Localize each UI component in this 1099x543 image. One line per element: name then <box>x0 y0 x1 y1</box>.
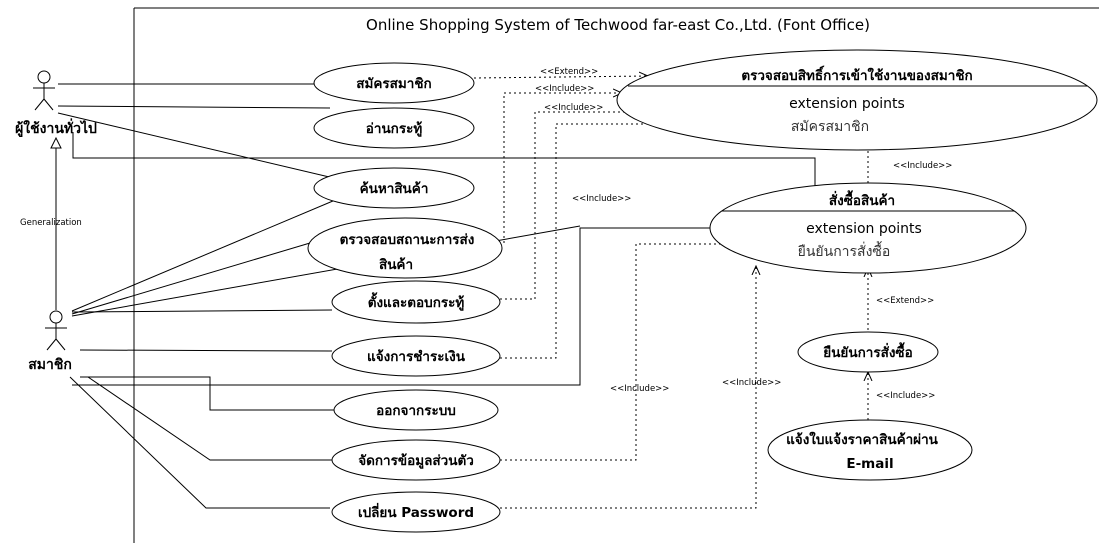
use-case-read-board: อ่านกระทู้ <box>313 107 475 149</box>
use-case-post-reply: ตั้งและตอบกระทู้ <box>331 280 501 324</box>
use-case-payment-notice-label: แจ้งการชำระเงิน <box>367 349 466 365</box>
use-case-order: สั่งซื้อสินค้า extension points ยืนยันกา… <box>709 182 1027 274</box>
use-case-change-password: เปลี่ยน Password <box>331 491 501 533</box>
stereotype-include-order-verify: <<Include>> <box>893 161 952 171</box>
stereotype-include-shipping: <<Include>> <box>535 84 594 94</box>
use-case-email-quote-label-1: แจ้งใบแจ้งราคาสินค้าผ่าน <box>786 431 939 448</box>
use-case-register-label: สมัครสมาชิก <box>356 76 431 92</box>
stereotype-include-password: <<Include>> <box>722 378 781 388</box>
use-case-manage-profile-label: จัดการข้อมูลส่วนตัว <box>358 453 474 469</box>
order-extension-points-label: extension points <box>806 221 922 237</box>
stereotype-include-email: <<Include>> <box>876 391 935 401</box>
actor-general-user <box>33 70 55 111</box>
system-boundary <box>133 7 1099 543</box>
use-case-confirm-order: ยืนยันการสั่งซื้อ <box>797 331 939 373</box>
use-case-verify-access-label: ตรวจสอบสิทธิ์การเข้าใช้งานของสมาชิก <box>741 65 972 84</box>
actor-member <box>45 310 67 351</box>
use-case-register: สมัครสมาชิก <box>313 62 475 104</box>
use-case-change-password-label: เปลี่ยน Password <box>358 502 474 521</box>
stereotype-extend-register: <<Extend>> <box>540 67 598 77</box>
use-case-manage-profile: จัดการข้อมูลส่วนตัว <box>331 439 501 481</box>
use-case-order-label: สั่งซื้อสินค้า <box>829 190 895 209</box>
use-case-check-shipping-label-2: สินค้า <box>379 257 413 273</box>
associations-member <box>69 197 710 509</box>
stereotype-include-profile: <<Include>> <box>610 384 669 394</box>
use-case-logout: ออกจากระบบ <box>333 389 499 431</box>
use-case-payment-notice: แจ้งการชำระเงิน <box>331 335 501 377</box>
generalization-arrow <box>50 136 62 310</box>
use-case-check-shipping-label-1: ตรวจสอบสถานะการส่ง <box>340 232 475 248</box>
order-extension-point-item: ยืนยันการสั่งซื้อ <box>798 241 891 260</box>
actor-general-user-label: ผู้ใช้งานทั่วไป <box>15 118 97 137</box>
associations-general-user <box>57 83 816 195</box>
use-case-email-quote-label-2: E-mail <box>846 456 893 472</box>
use-case-search-products-label: ค้นหาสินค้า <box>360 181 429 197</box>
use-case-email-quote: แจ้งใบแจ้งราคาสินค้าผ่าน E-mail <box>767 419 973 481</box>
system-title: Online Shopping System of Techwood far-e… <box>366 16 870 34</box>
verify-access-extension-points-label: extension points <box>789 96 905 112</box>
actor-member-label: สมาชิก <box>28 357 72 373</box>
use-case-search-products: ค้นหาสินค้า <box>313 167 475 209</box>
stereotype-extend-confirm: <<Extend>> <box>876 296 934 306</box>
use-case-check-shipping: ตรวจสอบสถานะการส่ง สินค้า <box>307 217 503 279</box>
use-case-logout-label: ออกจากระบบ <box>376 403 456 419</box>
stereotype-include-payment: <<Include>> <box>572 194 631 204</box>
generalization-label: Generalization <box>20 218 82 228</box>
use-case-verify-access: ตรวจสอบสิทธิ์การเข้าใช้งานของสมาชิก exte… <box>616 49 1098 151</box>
dependencies <box>473 76 868 509</box>
verify-access-extension-point-item: สมัครสมาชิก <box>791 119 869 135</box>
stereotype-include-post: <<Include>> <box>544 103 603 113</box>
use-case-confirm-order-label: ยืนยันการสั่งซื้อ <box>823 342 912 361</box>
use-case-post-reply-label: ตั้งและตอบกระทู้ <box>368 292 465 311</box>
use-case-read-board-label: อ่านกระทู้ <box>366 121 423 137</box>
